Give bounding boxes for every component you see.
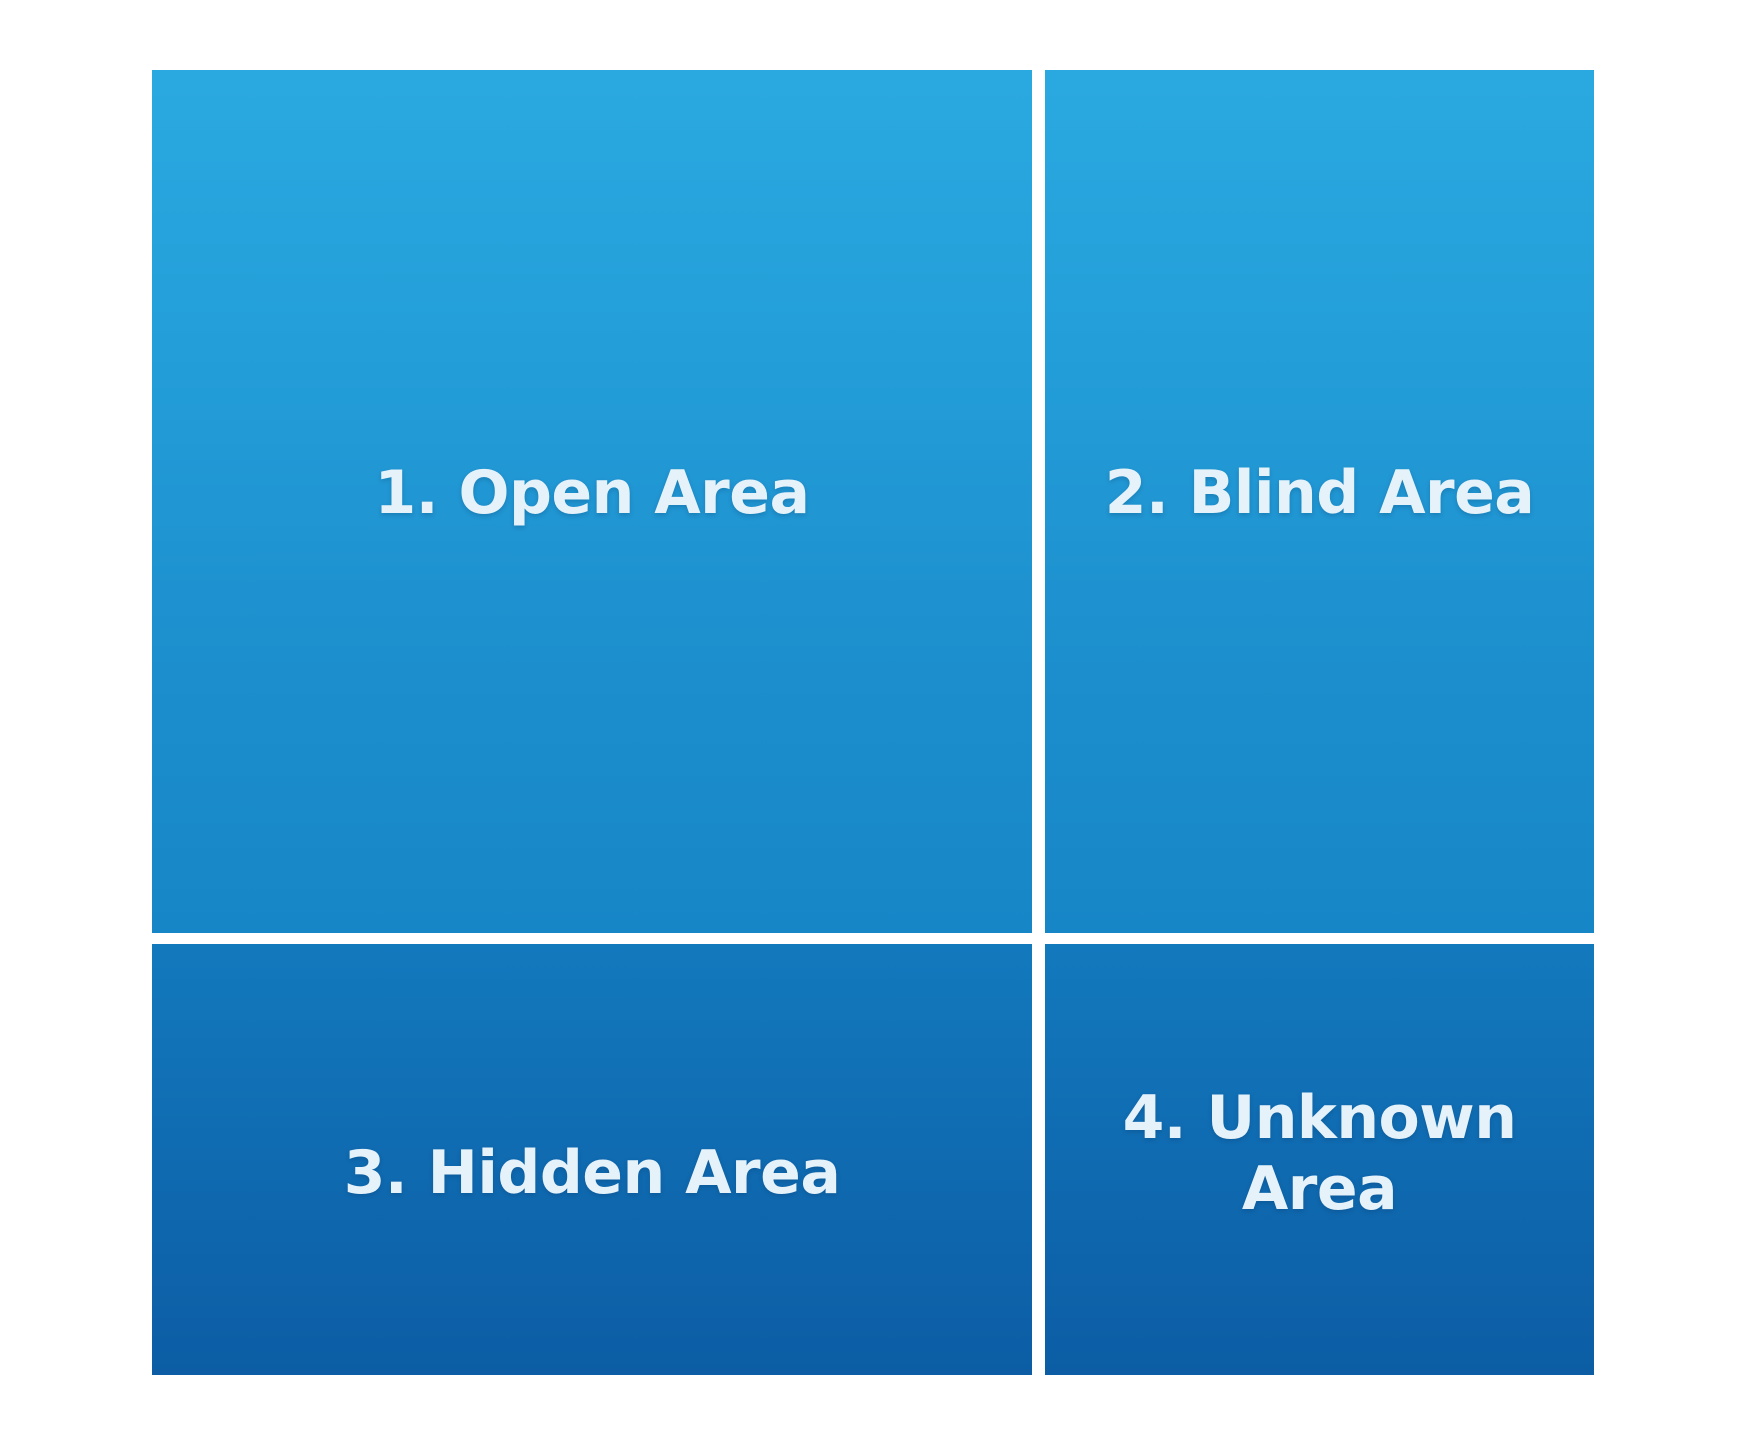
quadrant-hidden-area[interactable]: 3. Hidden Area — [152, 944, 1032, 1375]
quadrant-hidden-area-label: 3. Hidden Area — [343, 1138, 841, 1209]
quadrant-open-area[interactable]: 1. Open Area — [152, 70, 1032, 933]
quadrant-unknown-area[interactable]: 4. Unknown Area — [1045, 944, 1594, 1375]
johari-window-diagram: 1. Open Area 2. Blind Area 3. Hidden Are… — [152, 70, 1594, 1375]
quadrant-unknown-area-label: 4. Unknown Area — [1122, 1082, 1517, 1224]
quadrant-blind-area[interactable]: 2. Blind Area — [1045, 70, 1594, 933]
quadrant-open-area-label: 1. Open Area — [374, 458, 810, 529]
quadrant-blind-area-label: 2. Blind Area — [1104, 458, 1535, 529]
